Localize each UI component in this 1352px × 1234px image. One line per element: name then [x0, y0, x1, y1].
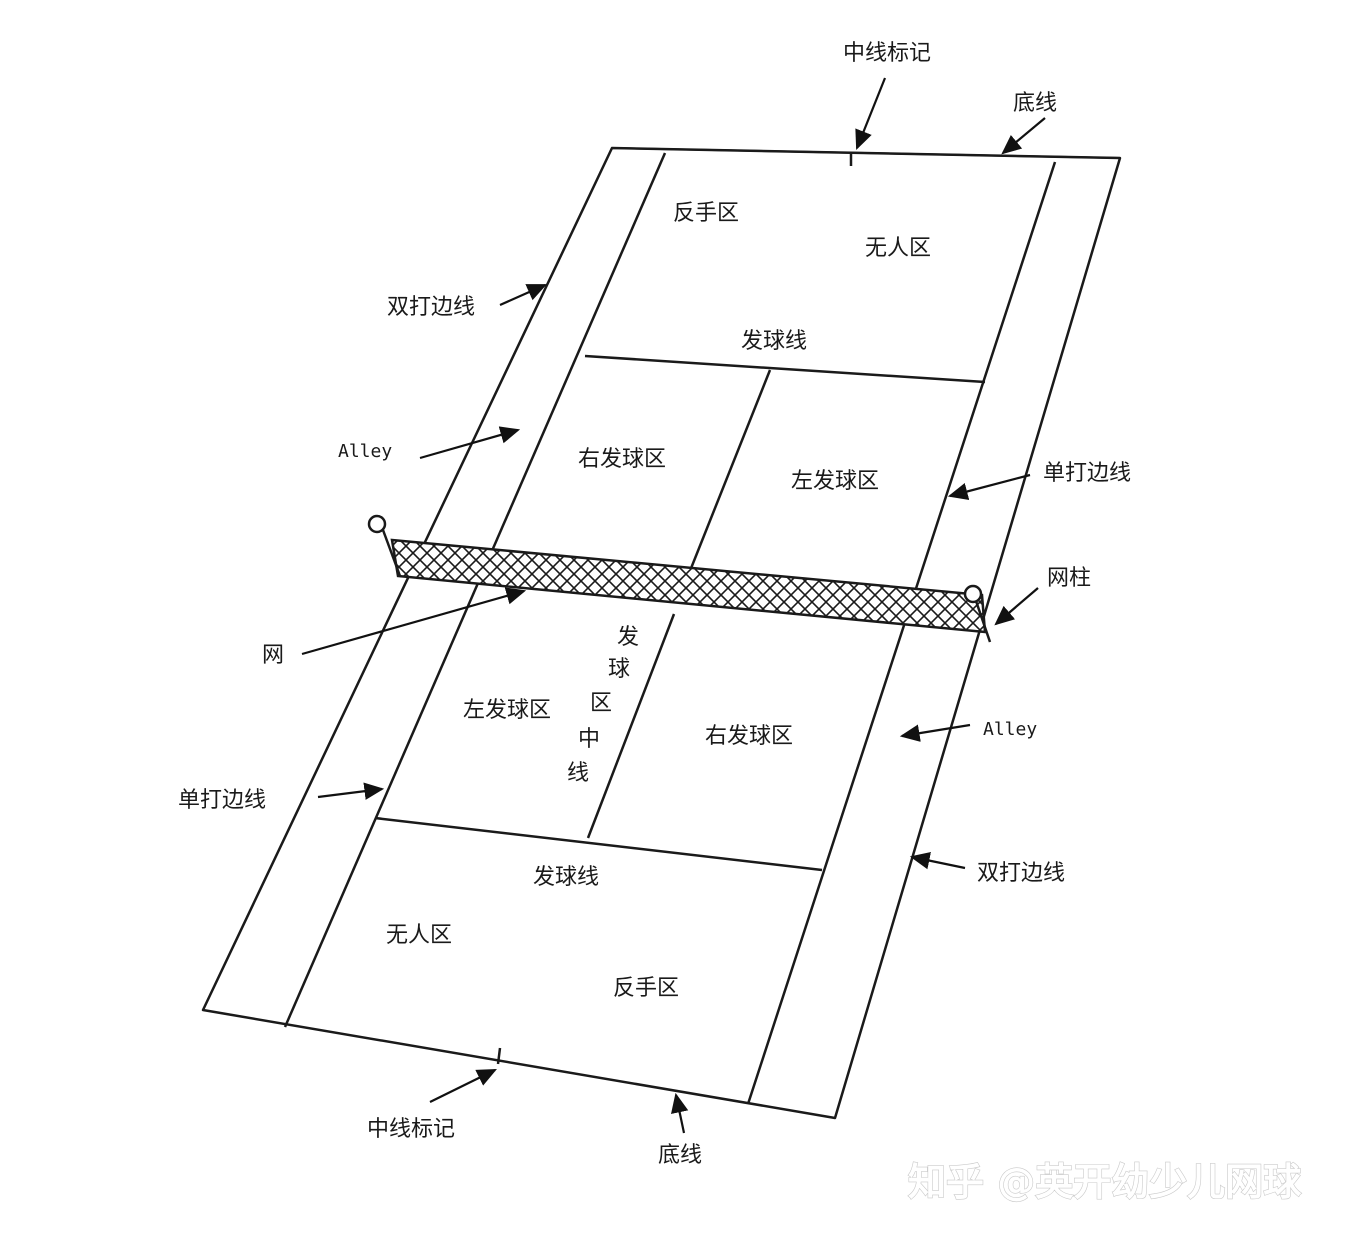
center-service-line-char: 线: [567, 761, 589, 786]
center-mark-bottom: [496, 1047, 502, 1065]
label-doubles-sideline-right: 双打边线: [977, 861, 1065, 886]
arrow-net: [301, 587, 527, 656]
arrow-singles-sideline-left: [317, 782, 385, 800]
watermark: 知乎 @英开幼少儿网球: [908, 1160, 1302, 1204]
service-line-top: [584, 354, 986, 384]
label-no-mans-land-top: 无人区: [865, 236, 931, 261]
label-right-service-box-bottom: 右发球区: [705, 724, 793, 749]
arrow-center-mark-top: [855, 77, 887, 151]
label-no-mans-land-bottom: 无人区: [386, 923, 452, 948]
arrow-doubles-sideline-right: [909, 851, 966, 870]
net-post-right: [963, 584, 992, 643]
singles-sideline-right: [746, 161, 1057, 1105]
arrow-net-post: [994, 587, 1039, 626]
label-left-service-box-top: 左发球区: [791, 469, 879, 494]
net: [390, 538, 987, 634]
label-alley-left: Alley: [338, 441, 392, 462]
arrow-baseline-bottom: [671, 1092, 689, 1134]
label-doubles-sideline-left: 双打边线: [387, 295, 475, 320]
label-backhand-bottom: 反手区: [613, 976, 679, 1001]
baseline-top: [611, 147, 1121, 159]
label-net-post: 网柱: [1047, 566, 1091, 591]
label-singles-sideline-right: 单打边线: [1043, 461, 1131, 486]
arrow-singles-sideline-right: [947, 473, 1031, 501]
label-center-mark-bottom: 中线标记: [367, 1117, 455, 1142]
label-center-mark-top: 中线标记: [843, 41, 931, 66]
service-line-bottom: [374, 816, 823, 872]
center-service-line-bottom: [586, 613, 676, 839]
center-service-line-char: 发: [617, 625, 639, 650]
center-service-line-top: [678, 369, 772, 597]
label-backhand-top: 反手区: [673, 201, 739, 226]
label-left-service-box-bottom: 左发球区: [463, 698, 551, 723]
singles-sideline-left: [283, 152, 667, 1028]
label-baseline-top: 底线: [1013, 91, 1057, 116]
center-service-line-char: 球: [608, 657, 630, 682]
label-net: 网: [262, 643, 284, 668]
arrow-center-mark-bottom: [429, 1069, 497, 1103]
arrow-alley-right: [899, 723, 971, 742]
label-alley-right: Alley: [983, 719, 1037, 740]
center-service-line-char: 中: [578, 727, 600, 752]
arrow-baseline-top: [1001, 117, 1046, 155]
label-right-service-box-top: 右发球区: [578, 447, 666, 472]
label-singles-sideline-left: 单打边线: [178, 788, 266, 813]
net-post-left: [367, 514, 402, 577]
label-center-service-line: 发 球 区 中 线: [567, 625, 639, 786]
center-service-line-char: 区: [590, 691, 612, 716]
label-service-line-bottom: 发球线: [533, 865, 599, 890]
arrow-alley-left: [419, 426, 521, 460]
label-service-line-top: 发球线: [741, 329, 807, 354]
label-baseline-bottom: 底线: [658, 1143, 702, 1168]
arrow-doubles-sideline-left: [499, 283, 548, 307]
